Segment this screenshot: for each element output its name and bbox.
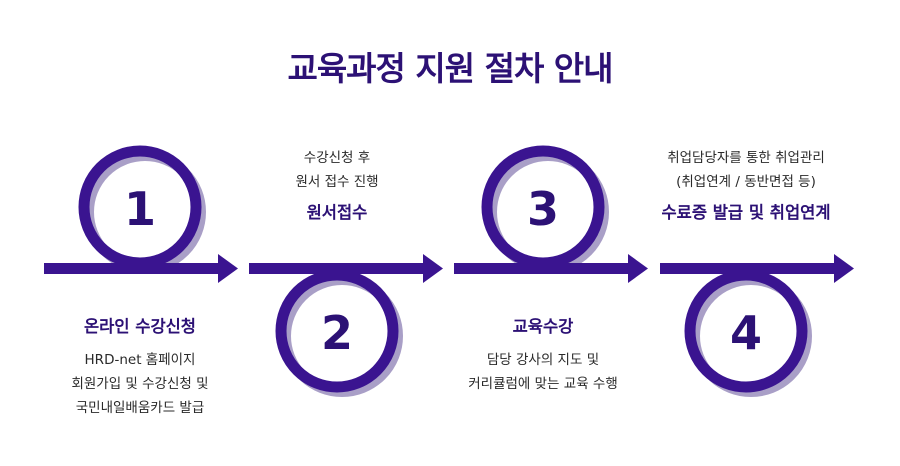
step-1-line-1: HRD-net 홈페이지 — [84, 352, 196, 368]
page-title: 교육과정 지원 절차 안내 — [287, 49, 613, 88]
step-1-line-3: 국민내일배움카드 발급 — [75, 400, 205, 416]
step-3-heading: 교육수강 — [512, 317, 574, 336]
step-2-text: 수강신청 후 원서 접수 진행 원서접수 — [237, 146, 437, 226]
step-3-text: 교육수강 담당 강사의 지도 및 커리큘럼에 맞는 교육 수행 — [443, 314, 643, 396]
step-4-arrow — [660, 254, 854, 283]
step-2-arrow — [249, 254, 443, 283]
step-4-number: 4 — [730, 306, 762, 360]
step-2-number: 2 — [321, 306, 353, 360]
step-3-arrow — [454, 254, 648, 283]
step-4-text: 취업담당자를 통한 취업관리 (취업연계 / 동반면접 등) 수료증 발급 및 … — [636, 146, 856, 226]
step-4-line-1: 취업담당자를 통한 취업관리 — [667, 150, 825, 166]
step-3-line-1: 담당 강사의 지도 및 — [486, 352, 600, 368]
step-1-arrow — [44, 254, 238, 283]
step-4-ring — [684, 269, 812, 397]
step-2-heading: 원서접수 — [306, 203, 368, 222]
step-3-line-2: 커리큘럼에 맞는 교육 수행 — [468, 376, 618, 392]
step-1-text: 온라인 수강신청 HRD-net 홈페이지 회원가입 및 수강신청 및 국민내일… — [40, 314, 240, 420]
step-1-number: 1 — [124, 182, 156, 236]
step-2-ring — [275, 269, 403, 397]
step-2-line-1: 수강신청 후 — [303, 150, 371, 166]
step-2-line-2: 원서 접수 진행 — [295, 174, 379, 190]
step-4-line-2: (취업연계 / 동반면접 등) — [676, 174, 816, 190]
step-1-line-2: 회원가입 및 수강신청 및 — [71, 376, 209, 392]
step-1-heading: 온라인 수강신청 — [83, 317, 196, 336]
step-4-heading: 수료증 발급 및 취업연계 — [661, 203, 831, 222]
step-3-number: 3 — [527, 182, 559, 236]
